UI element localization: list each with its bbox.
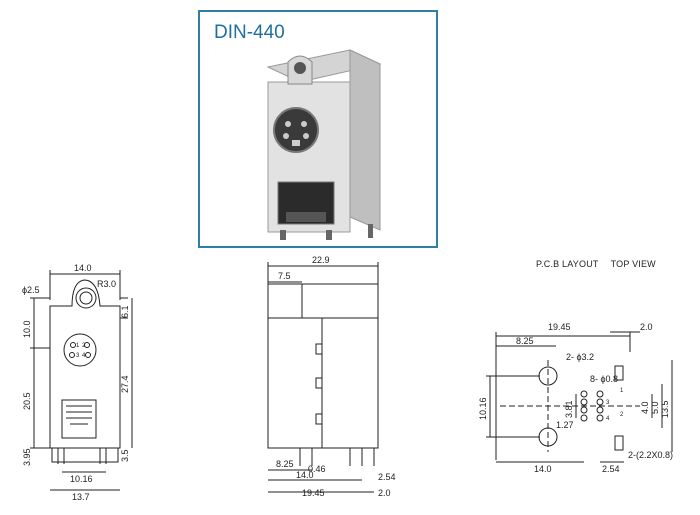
top-view-label: TOP VIEW: [610, 259, 656, 269]
side-latch: [315, 343, 323, 355]
socket-pin: [283, 133, 289, 139]
front-view: [30, 270, 133, 491]
socket-pin: [301, 121, 307, 127]
front-tab-hole: [79, 291, 93, 305]
front-socket-pin: [69, 352, 75, 358]
pcb-big-holes-label: 2- ϕ3.2: [566, 352, 594, 362]
pcb-base-pitch-label: 2.54: [602, 464, 620, 474]
pcb-slot-bottom: [614, 435, 624, 451]
front-pitch-label: 10.16: [70, 474, 93, 484]
front-bottom-dims: [50, 471, 120, 491]
pcb-pitch-a-label: 3.81: [564, 400, 574, 418]
side-latch: [315, 377, 323, 389]
pcb-pin-label: 4: [606, 416, 610, 422]
side-divider: [268, 317, 378, 448]
side-pin-span-label: 2.54: [378, 472, 396, 482]
pcb-pin-label: 1: [620, 388, 624, 394]
front-socket-pin: [84, 342, 90, 348]
pcb-pin-label: 2: [620, 412, 624, 418]
pcb-row-spacing-label: 10.16: [478, 397, 488, 420]
side-overall-label: 19.45: [302, 488, 325, 498]
front-socket: [63, 333, 97, 367]
front-top-height-label: 6.1: [120, 305, 130, 318]
foot: [280, 230, 286, 240]
pcb-offset-label: 8.25: [516, 336, 534, 346]
pcb-base-width-label: 14.0: [534, 464, 552, 474]
front-body-outline: [49, 279, 121, 449]
pcb-layout-label: P.C.B LAYOUT: [536, 259, 599, 269]
side-depth-label: 22.9: [312, 255, 330, 265]
socket-pin: [285, 121, 291, 127]
side-pins: [299, 448, 375, 466]
front-width-dim: [49, 270, 121, 300]
pcb-height-label: 13.5: [660, 400, 670, 418]
pcb-layout-title: P.C.B LAYOUT TOP VIEW: [536, 259, 656, 269]
front-pin-label: 3: [76, 353, 80, 359]
side-view: [267, 262, 379, 493]
pcb-pin-label: 3: [606, 400, 610, 406]
front-foot-left-label: 3.95: [22, 448, 32, 466]
pcb-small-holes-label: 8- ϕ0.8: [590, 374, 618, 384]
pcb-top-dim: [495, 332, 631, 460]
side-body-label: 14.0: [296, 470, 314, 480]
front-left-dims: [30, 297, 50, 449]
model-title: DIN-440: [214, 22, 285, 43]
front-socket-pin: [70, 342, 76, 348]
pcb-slot-top: [614, 365, 624, 381]
front-base-label: 13.7: [72, 492, 90, 502]
front-lower-height-label: 20.5: [22, 392, 32, 410]
tab-hole: [294, 62, 306, 74]
front-socket-height-label: 10.0: [22, 320, 32, 338]
front-right-dims: [120, 297, 133, 448]
front-hole-label: ϕ2.5: [22, 285, 40, 295]
front-feet: [57, 448, 107, 464]
pcb-pitch-c-label: 4.0: [640, 401, 650, 414]
front-foot-right-label: 3.5: [120, 449, 130, 462]
side-pin-dia-label: 0.46: [308, 464, 326, 474]
front-socket-pin: [85, 352, 91, 358]
pcb-layout: [486, 331, 673, 463]
front-lower-port: [61, 399, 97, 439]
front-base: [51, 447, 119, 463]
socket-key: [292, 140, 300, 146]
lower-port-contacts: [286, 212, 326, 222]
foot: [326, 230, 332, 240]
socket-pin: [303, 133, 309, 139]
side-latch: [315, 413, 323, 425]
front-pin-label: 4: [82, 353, 86, 359]
connector-photo: [266, 49, 382, 240]
front-total-height-label: 27.4: [120, 375, 130, 393]
side-body-outline: [267, 283, 379, 449]
pcb-row-dim: [486, 375, 540, 438]
front-tab-boss: [75, 287, 97, 309]
pcb-edge-label: 2.0: [640, 322, 653, 332]
front-port-contacts: [66, 405, 92, 425]
pcb-pitch-d-label: 5.0: [650, 401, 660, 414]
front-width-label: 14.0: [74, 263, 92, 273]
side-bottom-dims: [268, 469, 374, 493]
pcb-slots-label: 2-(2.2X0.8): [628, 450, 673, 460]
front-radius-label: R3.0: [97, 279, 116, 289]
foot: [368, 224, 373, 238]
side-tail-label: 2.0: [378, 488, 391, 498]
side-depth-dim: [267, 262, 379, 284]
front-pin-label: 1: [76, 343, 80, 349]
pcb-overall-label: 19.45: [548, 322, 571, 332]
side-tab: [267, 283, 303, 319]
pcb-small-holes: [580, 390, 604, 422]
din-socket: [273, 107, 319, 153]
front-pin-label: 2: [82, 343, 86, 349]
pcb-right-dims: [651, 384, 663, 428]
pcb-pitch-b-label: 1.27: [556, 420, 574, 430]
product-photo-frame: DIN-440: [198, 10, 438, 248]
side-offset-label: 8.25: [276, 459, 294, 469]
side-shield-label: 7.5: [278, 271, 291, 281]
